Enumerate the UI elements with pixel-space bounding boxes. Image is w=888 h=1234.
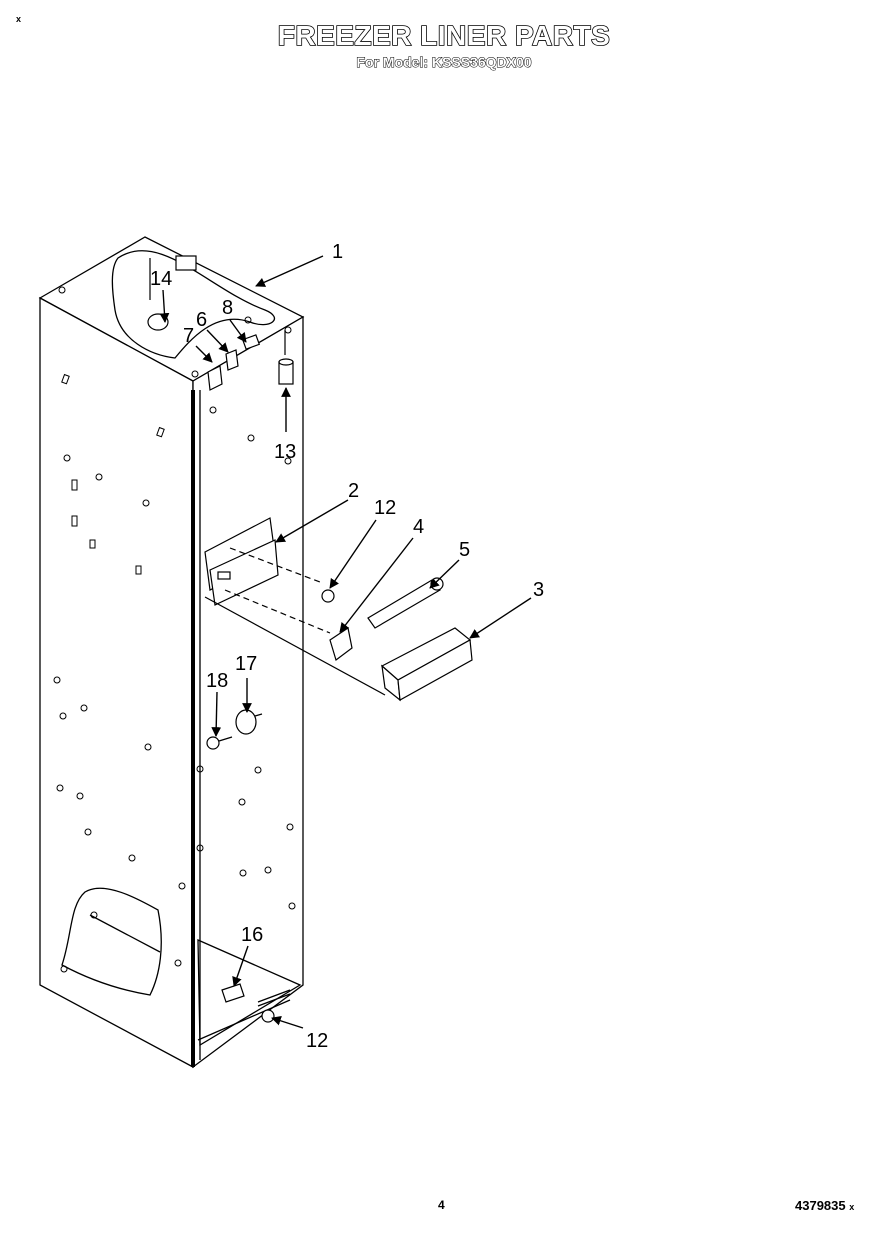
document-number: 4379835 x bbox=[795, 1198, 854, 1213]
callout-12-lower: 12 bbox=[306, 1030, 328, 1052]
callout-3: 3 bbox=[533, 579, 544, 601]
callout-numbers: 1 14 6 8 7 13 2 12 4 5 3 17 18 16 12 bbox=[150, 241, 544, 1052]
callout-13: 13 bbox=[274, 441, 296, 463]
callout-14: 14 bbox=[150, 268, 172, 290]
parts-drawing bbox=[147, 255, 473, 1023]
page-title: FREEZER LINER PARTS bbox=[277, 19, 611, 52]
callout-16: 16 bbox=[241, 924, 263, 946]
liner-holes bbox=[53, 286, 296, 992]
corner-mark-top: x bbox=[16, 14, 22, 24]
callout-2: 2 bbox=[348, 480, 359, 502]
callout-4: 4 bbox=[413, 516, 424, 538]
page-number: 4 bbox=[438, 1198, 445, 1212]
corner-mark-bottom: x bbox=[849, 1202, 855, 1212]
document-number-text: 4379835 bbox=[795, 1198, 846, 1213]
callout-17: 17 bbox=[235, 653, 257, 675]
callout-1: 1 bbox=[332, 241, 343, 263]
model-subtitle: For Model: KSSS36QDX00 bbox=[356, 54, 532, 71]
callout-7: 7 bbox=[183, 325, 194, 347]
liner-cabinet bbox=[38, 236, 305, 1069]
callout-5: 5 bbox=[459, 539, 470, 561]
callout-6: 6 bbox=[196, 309, 207, 331]
callout-8: 8 bbox=[222, 297, 233, 319]
callout-18: 18 bbox=[206, 670, 228, 692]
leader-arrows bbox=[159, 255, 532, 1029]
callout-12: 12 bbox=[374, 497, 396, 519]
